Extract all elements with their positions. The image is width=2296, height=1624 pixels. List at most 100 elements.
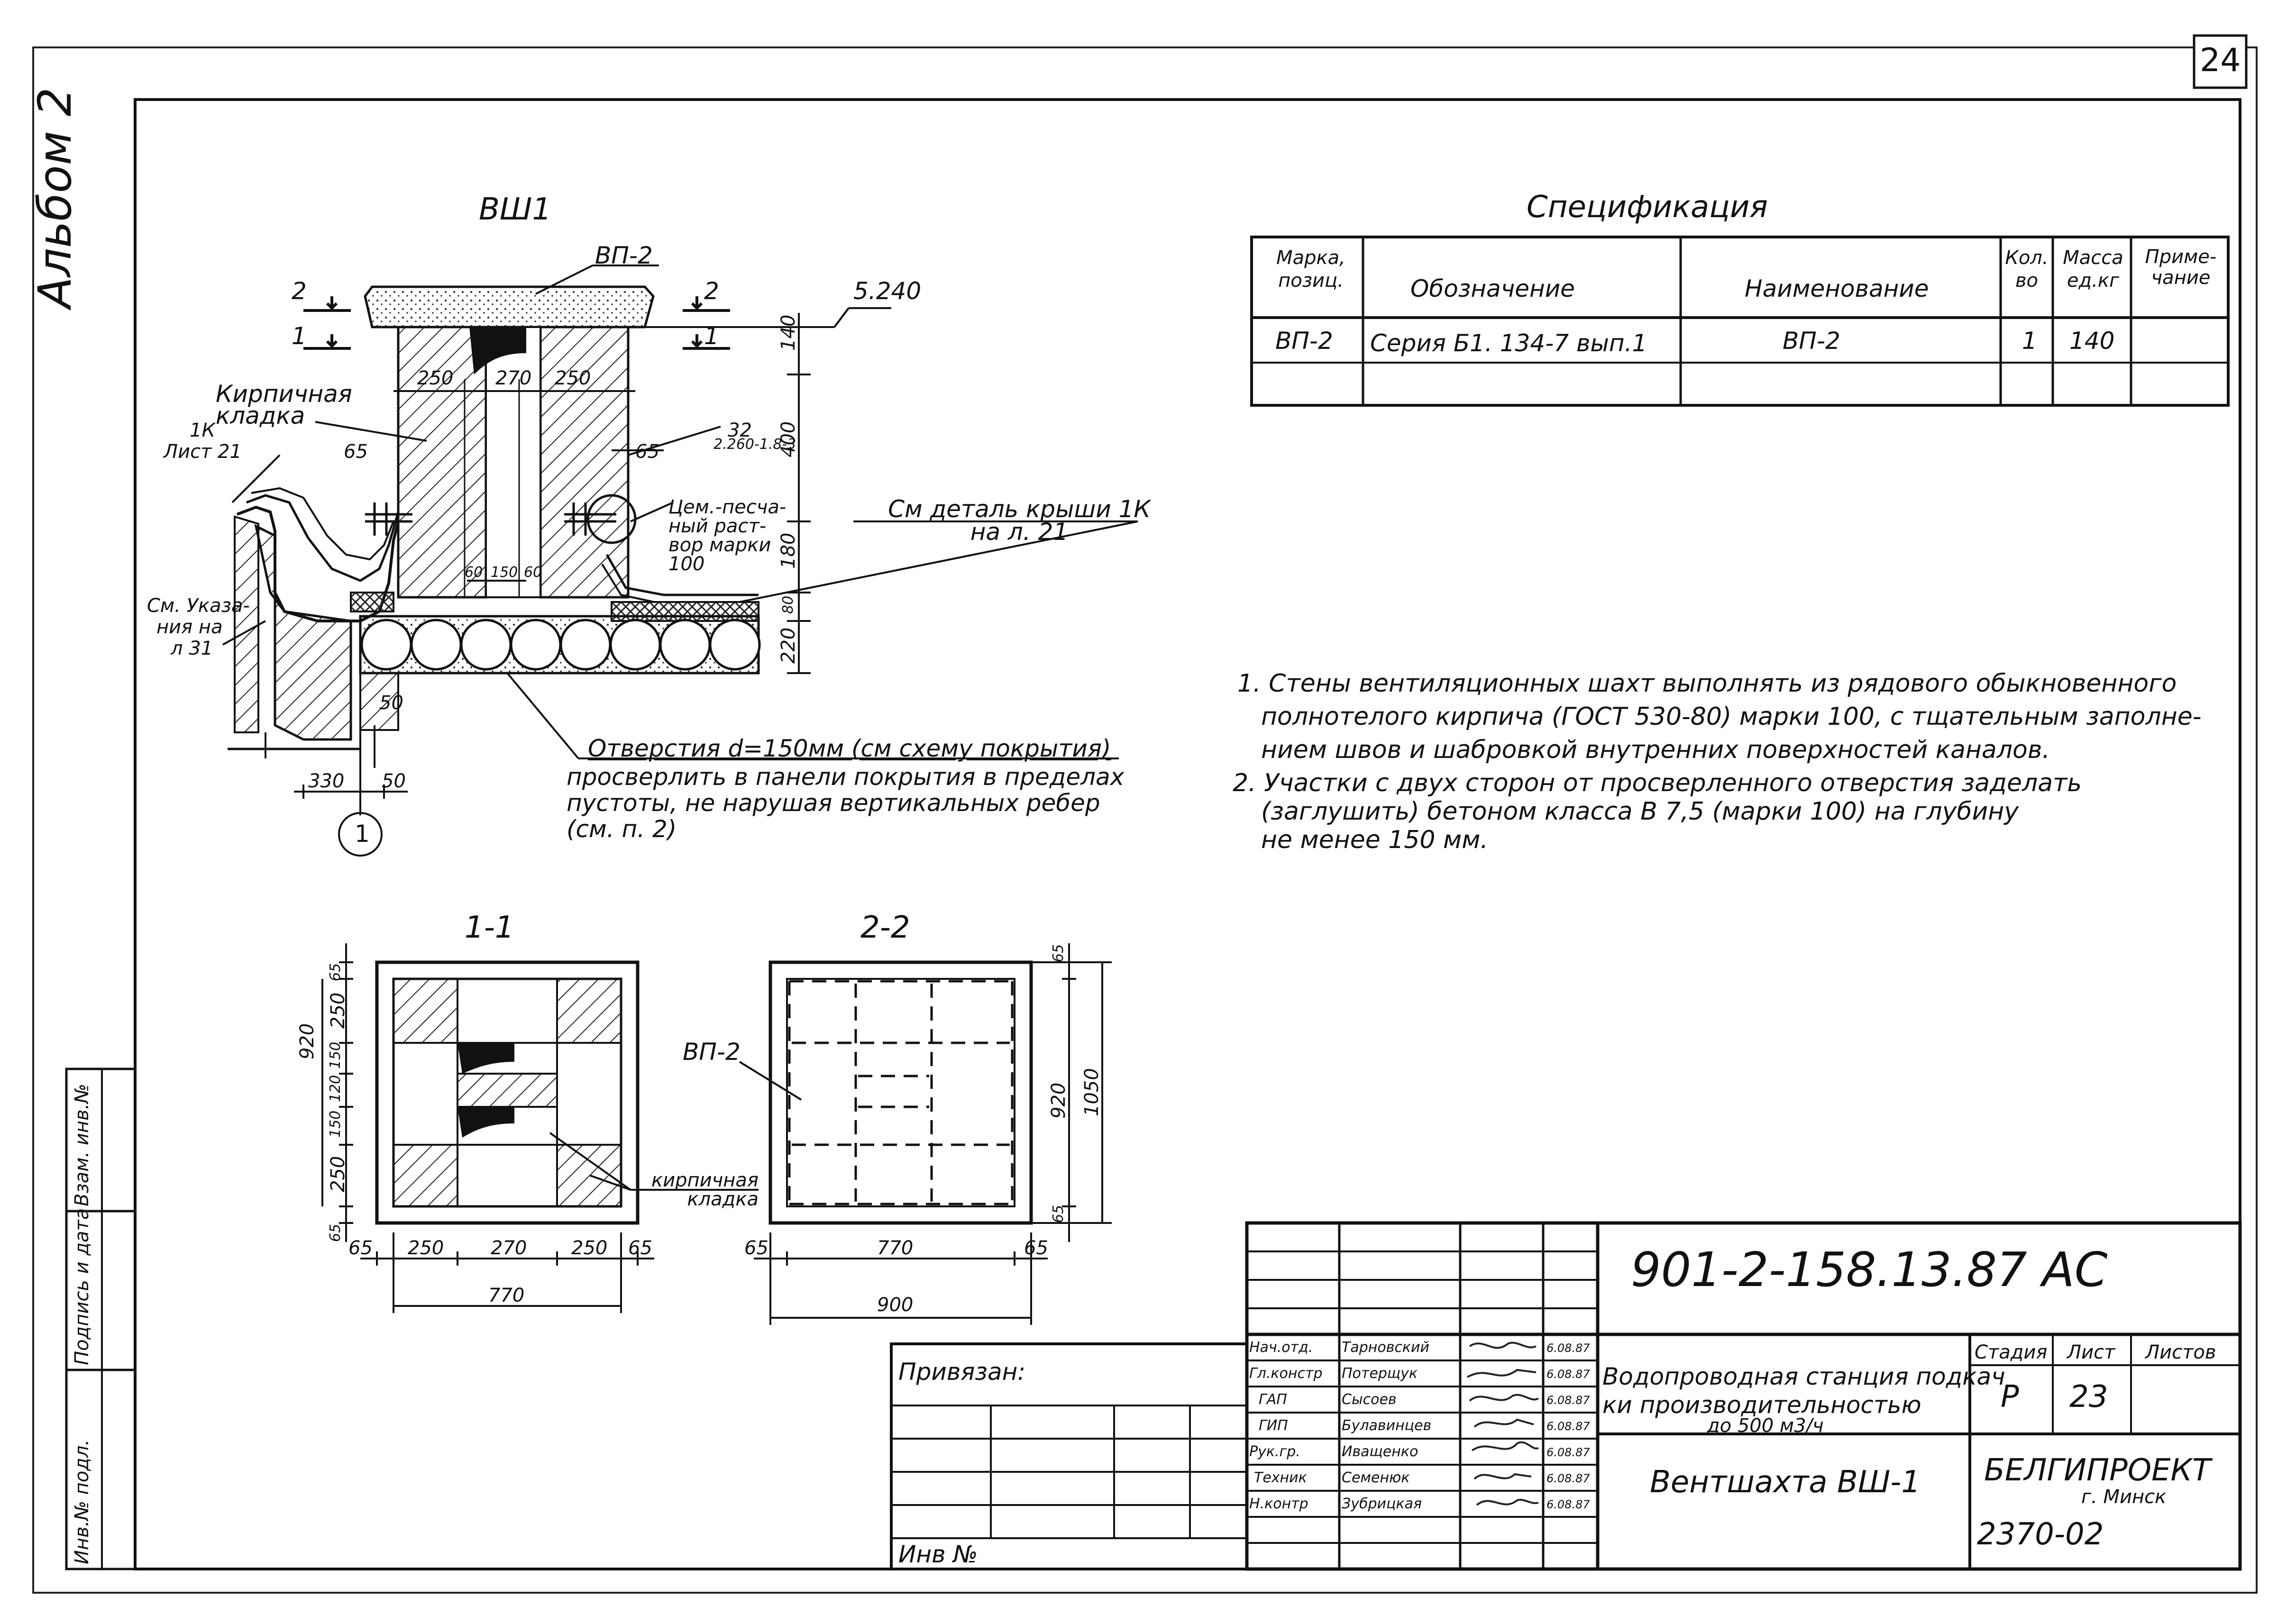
staff-name-4: Иващенко [1342, 1443, 1418, 1460]
document-code: 901-2-158.13.87 АС [1631, 1242, 2108, 1297]
dim-65-left: 65 [344, 441, 368, 463]
dim-250-right: 250 [555, 367, 591, 389]
dim-270: 270 [495, 367, 532, 389]
spec-header-oboznachenie: Обозначение [1410, 275, 1575, 302]
dim-65-right: 65 [635, 441, 659, 463]
dim-1-1-left-6: 65 [327, 1223, 344, 1242]
staff-date-6: 6.08.87 [1546, 1498, 1590, 1511]
staff-role-0: Нач.отд. [1249, 1339, 1313, 1356]
dim-180: 180 [778, 532, 799, 569]
staff-date-5: 6.08.87 [1546, 1472, 1590, 1485]
privyazan-label: Привязан: [898, 1358, 1026, 1386]
section-mark-2-right: 2 [704, 277, 719, 305]
label-ref-1k: 1К [190, 420, 215, 441]
staff-role-6: Н.контр [1249, 1496, 1308, 1512]
section-mark-1-left: 1 [292, 322, 307, 350]
dim-2-2-total-bottom: 900 [877, 1294, 914, 1316]
note-line-3: нием швов и шабровкой внутренних поверхн… [1261, 736, 2050, 764]
organization-name: БЕЛГИПРОЕКТ [1984, 1453, 2211, 1488]
hole-note-3: пустоты, не нарушая вертикальных ребер [567, 789, 1100, 817]
dim-220: 220 [778, 627, 799, 664]
label-see-note-2: ния на [156, 616, 223, 638]
section-mark-1-right: 1 [704, 322, 719, 350]
label-cem-rastvor: Цем.-песча- ный раст- вор марки 100 [668, 496, 787, 575]
label-see-note-1: См. Указа- [147, 595, 250, 617]
staff-name-1: Потерщук [1342, 1365, 1418, 1382]
spec-row-oboznachenie: Серия Б1. 134-7 вып.1 [1370, 329, 1647, 357]
dim-2-2-right-1: 920 [1048, 1082, 1070, 1119]
spec-row-mark: ВП-2 [1275, 327, 1333, 355]
album-label: Альбом 2 [28, 87, 82, 308]
note-line-6: не менее 150 мм. [1261, 826, 1489, 854]
doc-number: 2370-02 [1977, 1517, 2104, 1552]
dim-50-horizontal: 50 [382, 770, 406, 792]
staff-date-3: 6.08.87 [1546, 1420, 1590, 1433]
spec-header-mark: Марка, позиц. [1276, 247, 1345, 292]
staff-role-3: ГИП [1259, 1417, 1288, 1434]
staff-name-3: Булавинцев [1342, 1417, 1432, 1434]
staff-role-2: ГАП [1259, 1391, 1287, 1408]
label-kirp-kladka-1-1: кирпичная кладка [651, 1169, 759, 1210]
stage-value: Р [2001, 1379, 2019, 1414]
dim-1-1-total-bottom: 770 [488, 1285, 525, 1306]
hole-note-1: Отверстия d=150мм (см схему покрытия) [588, 735, 1111, 762]
stamp-vzam: Взам. инв.№ [71, 1084, 93, 1206]
elevation-mark: 5.240 [853, 277, 922, 305]
dim-330: 330 [308, 770, 345, 792]
label-see-note-3: л 31 [171, 638, 213, 659]
project-name-2: ки производительностью [1602, 1391, 1921, 1419]
dim-1-1-bottom-2: 270 [491, 1237, 527, 1259]
organization-city: г. Минск [2081, 1486, 2167, 1508]
project-name-3: до 500 м3/ч [1707, 1415, 1824, 1437]
label-ref-sheet21: Лист 21 [164, 441, 242, 463]
note-line-1: 1. Стены вентиляционных шахт выполнять и… [1237, 669, 2177, 698]
section-1-1 [321, 943, 759, 1313]
staff-date-1: 6.08.87 [1546, 1368, 1590, 1381]
label-vp2-2-2: ВП-2 [683, 1038, 741, 1066]
vent-shaft-section [222, 265, 1138, 857]
spec-title: Спецификация [1527, 190, 1768, 225]
dim-2-2-right-2: 65 [1050, 1204, 1067, 1223]
staff-name-6: Зубрицкая [1342, 1496, 1422, 1512]
dim-1-1-left-3: 120 [327, 1075, 344, 1102]
spec-header-naimenovanie: Наименование [1745, 275, 1929, 302]
dim-250-left: 250 [417, 367, 454, 389]
dim-140: 140 [778, 314, 799, 351]
staff-role-4: Рук.гр. [1249, 1443, 1300, 1460]
staff-date-2: 6.08.87 [1546, 1394, 1590, 1407]
dim-150-channel: 150 [491, 564, 518, 581]
note-line-5: (заглушить) бетоном класса В 7,5 (марки … [1261, 797, 2019, 826]
stage-label: Стадия [1975, 1341, 2048, 1363]
note-line-4: 2. Участки с двух сторон от просверленно… [1233, 769, 2082, 797]
dim-bar: 2.260-1.8-3 [713, 436, 796, 453]
drawing-title: ВШ1 [479, 192, 552, 227]
project-name-1: Водопроводная станция подкач [1602, 1363, 2005, 1390]
section-1-1-title: 1-1 [465, 910, 514, 945]
dim-1-1-left-0: 65 [327, 963, 344, 981]
section-mark-2-left: 2 [292, 277, 307, 305]
dim-1-1-total-left: 920 [296, 1023, 318, 1059]
staff-date-4: 6.08.87 [1546, 1446, 1590, 1459]
label-kirp-kladka: Кирпичная кладка [216, 380, 352, 429]
staff-role-1: Гл.констр [1249, 1365, 1323, 1382]
spec-row-massa: 140 [2069, 327, 2115, 355]
sheets-label: Листов [2145, 1341, 2216, 1363]
staff-role-5: Техник [1254, 1469, 1307, 1486]
dim-60-right: 60 [524, 564, 542, 581]
dim-1-1-bottom-4: 65 [628, 1237, 652, 1259]
dim-2-2-right-0: 65 [1050, 944, 1067, 962]
spec-header-massa: Масса ед.кг [2063, 247, 2123, 292]
section-2-2 [739, 943, 1112, 1325]
specification-table-grid [1250, 236, 2230, 407]
spec-header-kolvo: Кол. во [2005, 247, 2049, 292]
label-see-detail: См деталь крыши 1К на л. 21 [888, 495, 1151, 546]
axis-label: 1 [355, 820, 370, 848]
hole-note-2: просверлить в панели покрытия в пределах [567, 763, 1125, 791]
spec-row-naimenovanie: ВП-2 [1783, 327, 1840, 355]
dim-60-left: 60 [465, 564, 483, 581]
spec-row-kolvo: 1 [2022, 327, 2037, 355]
dim-32: 32 [728, 420, 752, 441]
hole-note-4: (см. п. 2) [567, 815, 677, 843]
